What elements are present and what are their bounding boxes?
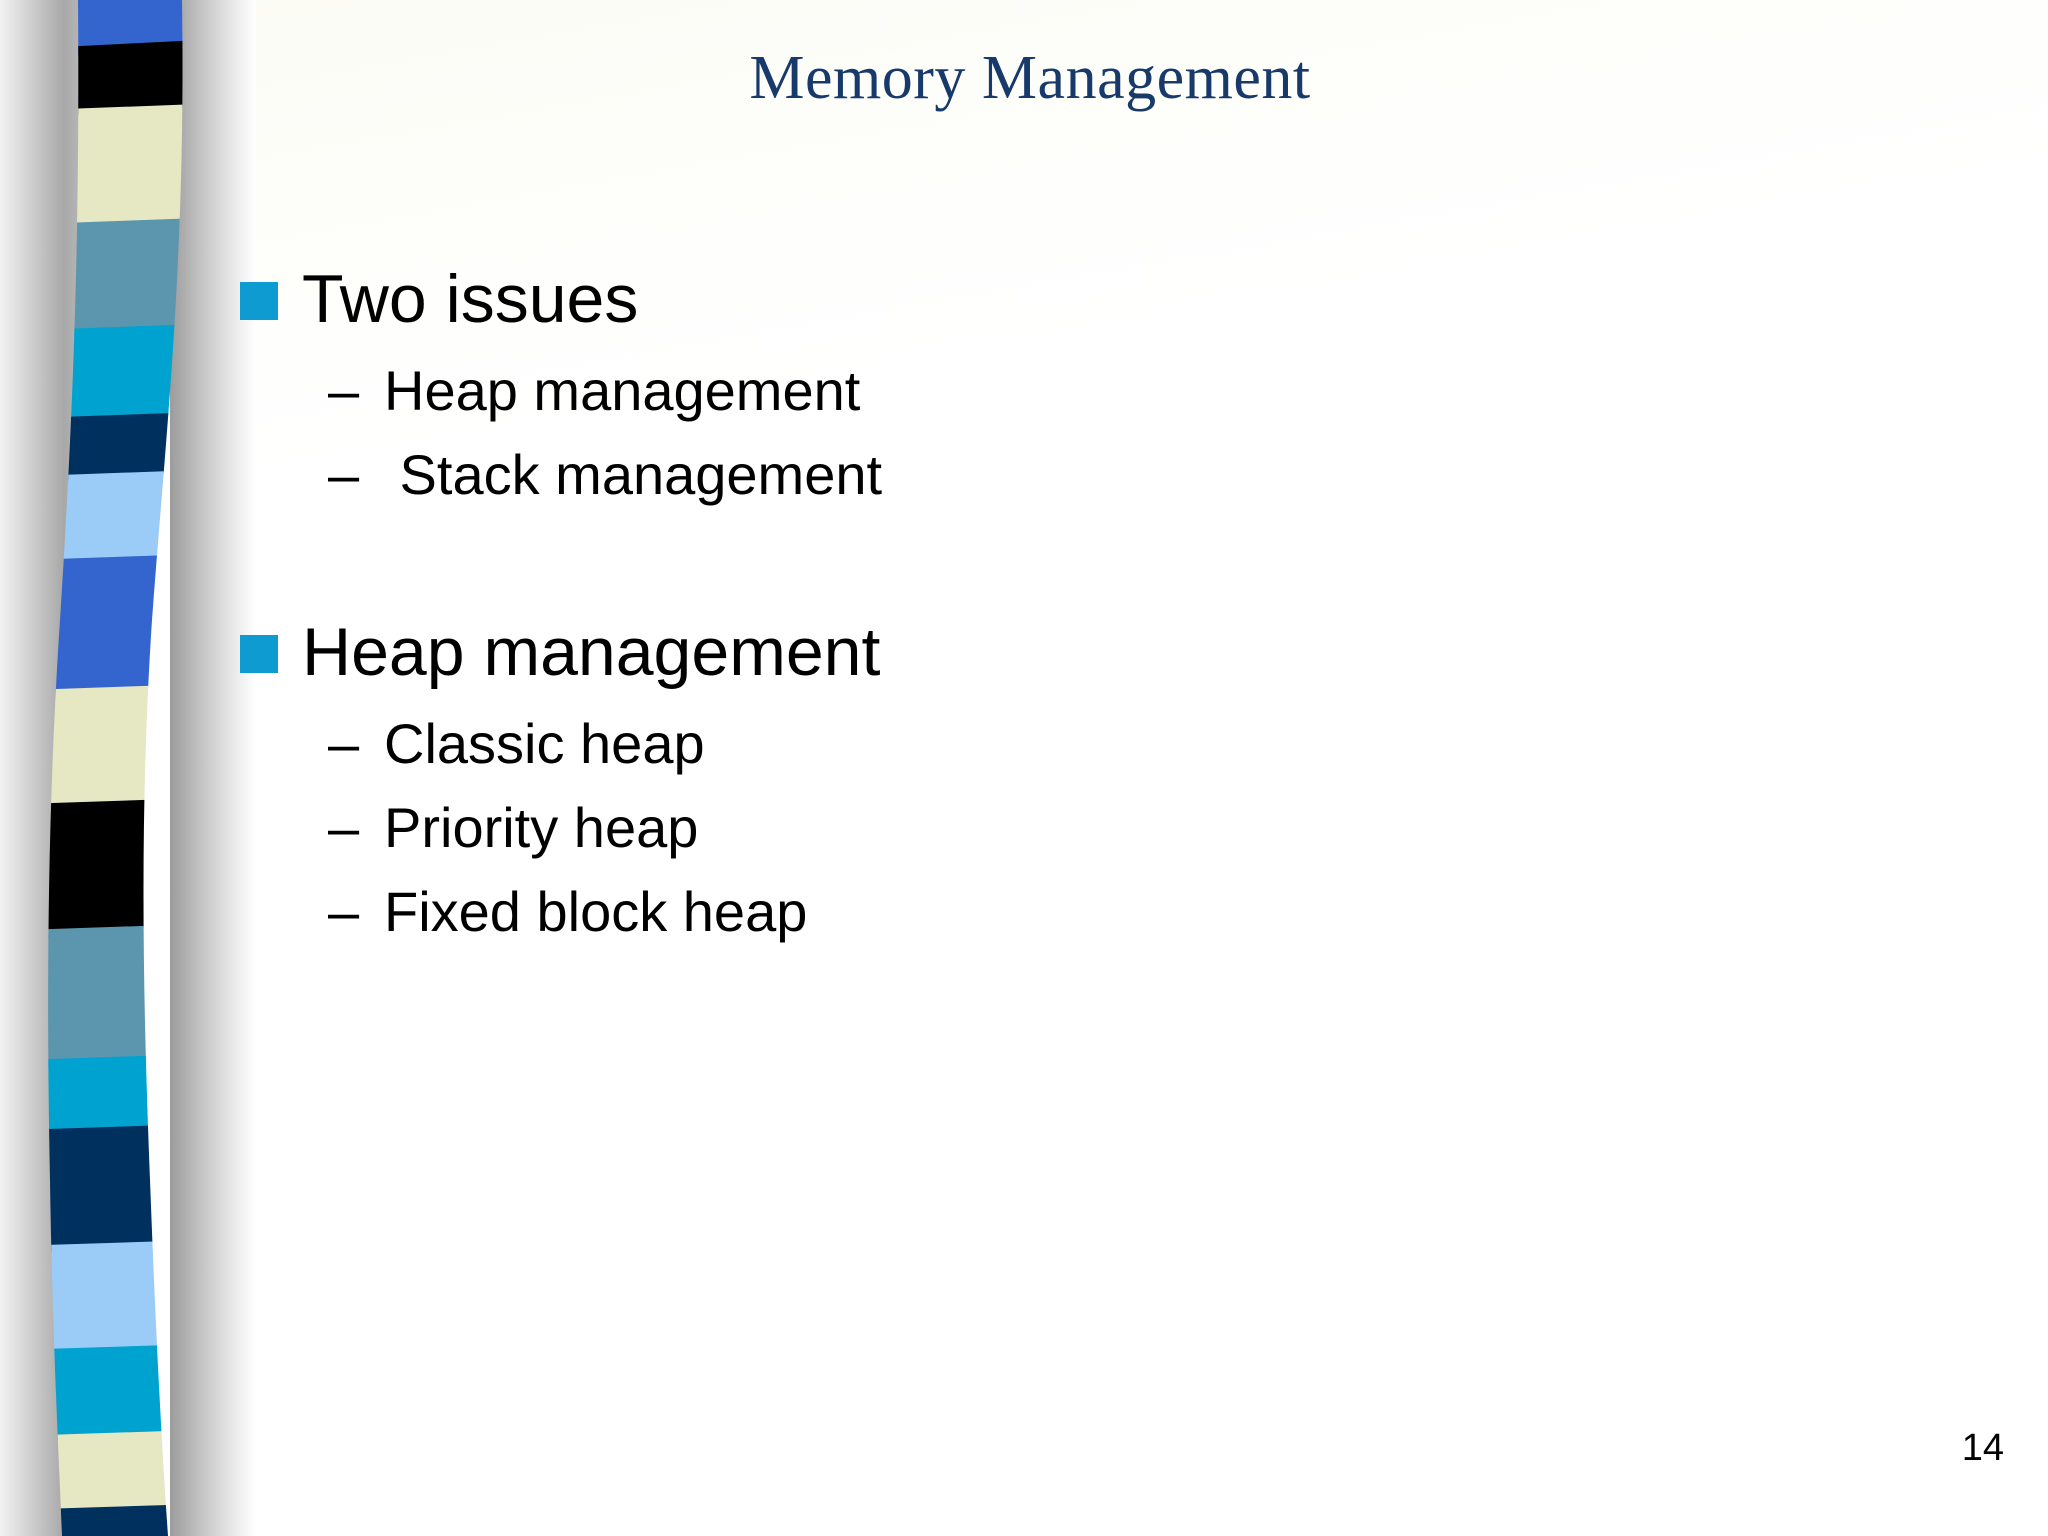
dash-icon: – bbox=[328, 359, 360, 423]
content-group-1: Two issues – Heap management – Stack man… bbox=[240, 256, 1980, 517]
sub-bullet-item-classic-heap[interactable]: – Classic heap bbox=[328, 702, 1980, 786]
bullet-item-two-issues[interactable]: Two issues bbox=[240, 256, 1980, 343]
sub-bullet-item-fixed-block-heap[interactable]: – Fixed block heap bbox=[328, 870, 1980, 954]
vertical-striped-band bbox=[0, 0, 256, 1536]
sub-bullet-label: Classic heap bbox=[384, 712, 705, 776]
band-stripe-group bbox=[48, 0, 183, 1536]
slide-title: Memory Management bbox=[749, 44, 1311, 112]
sub-bullet-label: Priority heap bbox=[384, 796, 699, 860]
bullet-label: Heap management bbox=[302, 614, 881, 691]
band-shadow-right bbox=[170, 0, 256, 1536]
dash-icon: – bbox=[328, 796, 360, 860]
square-bullet-icon bbox=[240, 282, 278, 320]
square-bullet-icon bbox=[240, 635, 278, 674]
sub-bullet-item-priority-heap[interactable]: – Priority heap bbox=[328, 786, 1980, 870]
sub-bullet-item-heap-management[interactable]: – Heap management bbox=[328, 349, 1980, 433]
sub-bullet-label: Stack management bbox=[384, 443, 883, 507]
dash-icon: – bbox=[328, 880, 360, 944]
band-stripes-svg bbox=[48, 0, 183, 1536]
slide-body: Two issues – Heap management – Stack man… bbox=[240, 256, 1980, 954]
bullet-item-heap-management[interactable]: Heap management bbox=[240, 609, 1980, 696]
page-number: 14 bbox=[1961, 1427, 2004, 1469]
dash-icon: – bbox=[328, 712, 360, 776]
sub-bullet-label: Heap management bbox=[384, 359, 861, 423]
dash-icon: – bbox=[328, 443, 360, 507]
content-group-2: Heap management – Classic heap – Priorit… bbox=[240, 609, 1980, 954]
sub-bullet-item-stack-management[interactable]: – Stack management bbox=[328, 433, 1980, 517]
bullet-label: Two issues bbox=[302, 261, 639, 337]
sub-bullet-label: Fixed block heap bbox=[384, 880, 808, 944]
